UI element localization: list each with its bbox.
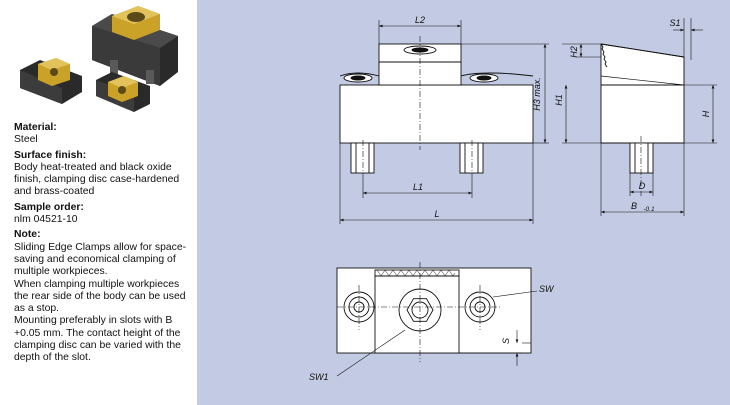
front-view (339, 20, 549, 224)
surface-heading: Surface finish: (14, 149, 87, 161)
dim-s1-label: S1 (669, 18, 680, 28)
dim-d-label: D (639, 181, 646, 191)
product-photo (20, 6, 178, 112)
dim-h2-label: H2 (569, 46, 579, 58)
technical-drawing: L2 L1 L H3 max. (197, 0, 730, 405)
dim-b-tolerance: -0.1 (643, 206, 655, 213)
note-text: Sliding Edge Clamps allow for space- sav… (14, 241, 187, 364)
dim-h-label: H (701, 110, 711, 117)
dim-sw1-label: SW1 (309, 372, 329, 382)
mini-clamp-image (96, 72, 150, 112)
note-heading: Note: (14, 229, 41, 241)
product-panel: Material: Steel Surface finish: Body hea… (0, 0, 197, 405)
surface-text: Body heat-treated and black oxide finish… (14, 161, 180, 198)
side-view (562, 18, 717, 216)
dim-sw-label: SW (539, 284, 555, 294)
material-text: Steel (14, 134, 38, 146)
dim-b-label: B (631, 201, 637, 211)
sample-text: nlm 04521-10 (14, 214, 78, 226)
sample-heading: Sample order: (14, 201, 84, 213)
dim-l-label: L (434, 209, 439, 219)
material-heading: Material: (14, 122, 57, 133)
dim-s-label: S (501, 338, 511, 344)
large-clamp-image (92, 6, 178, 86)
dim-l1-label: L1 (413, 182, 423, 192)
top-view (336, 262, 538, 377)
dim-l2-label: L2 (415, 15, 425, 25)
drawing-svg: L2 L1 L H3 max. (309, 15, 717, 382)
small-clamp-image (20, 58, 82, 104)
dim-h1-label: H1 (554, 94, 564, 106)
dim-h3-label: H3 max. (532, 77, 542, 111)
product-info: Material: Steel Surface finish: Body hea… (14, 122, 194, 365)
